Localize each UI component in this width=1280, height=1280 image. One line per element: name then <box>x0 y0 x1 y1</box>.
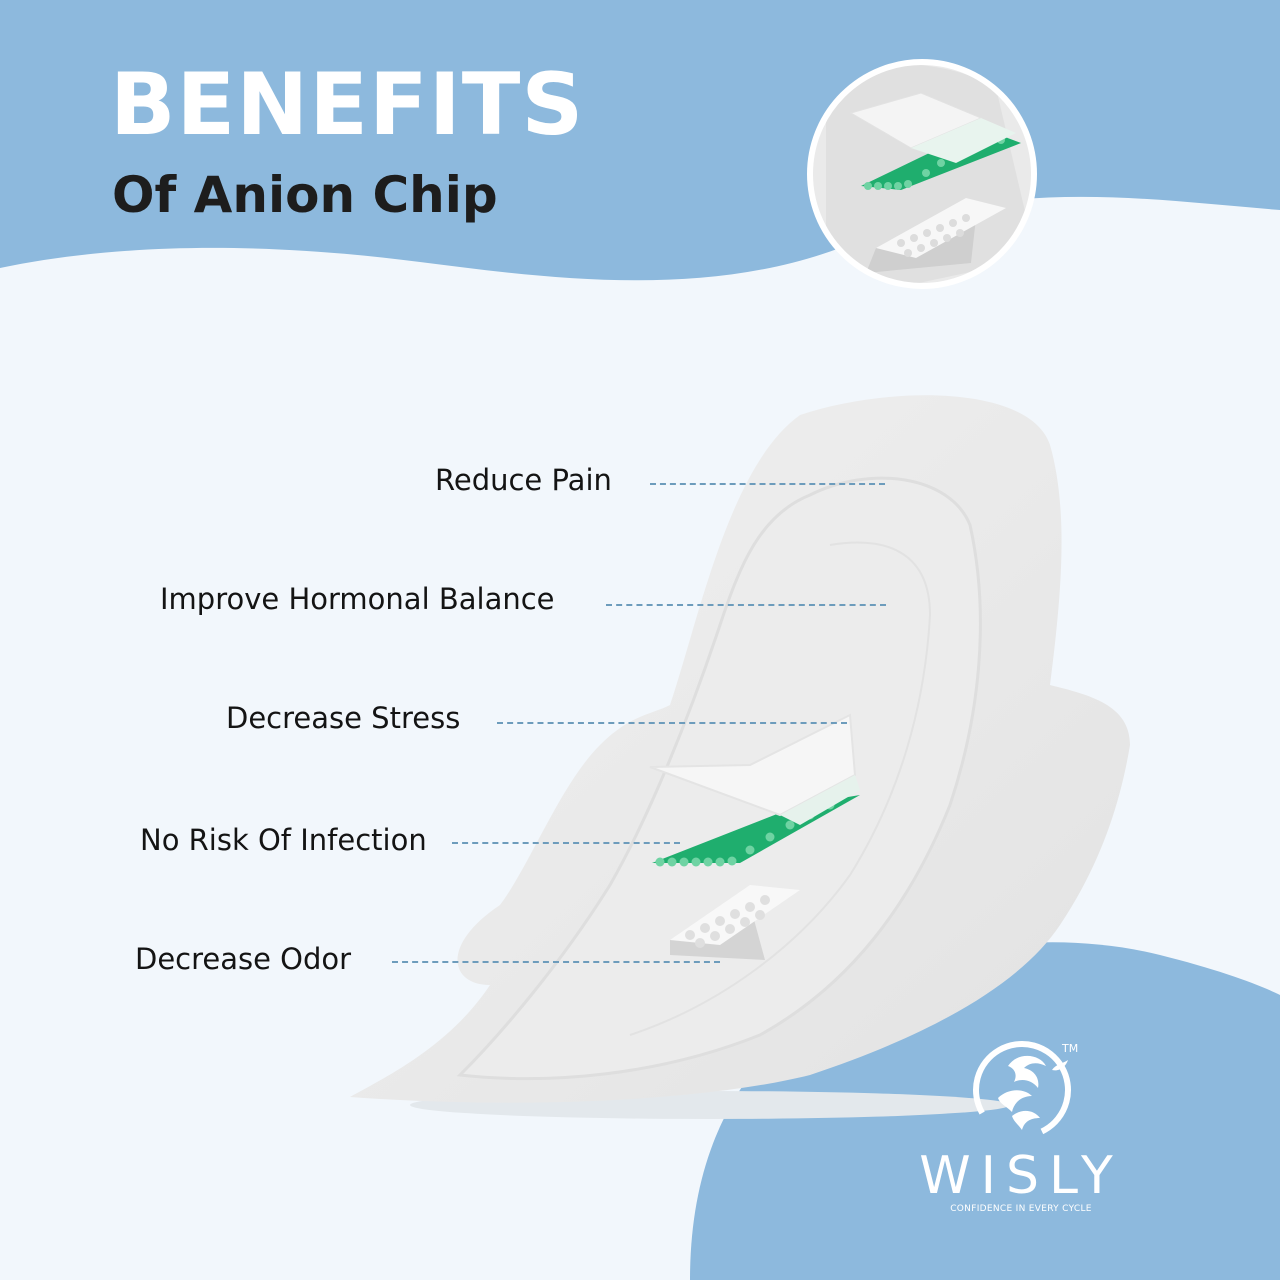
leader-line-reduce-pain <box>650 483 885 485</box>
heading-subtitle: Of Anion Chip <box>112 166 498 224</box>
leader-line-hormonal-balance <box>606 604 886 606</box>
leader-line-decrease-stress <box>497 722 847 724</box>
benefit-no-risk-infection: No Risk Of Infection <box>140 823 427 857</box>
benefit-reduce-pain: Reduce Pain <box>435 463 612 497</box>
anion-layers-cutaway <box>649 713 860 960</box>
benefit-decrease-odor: Decrease Odor <box>135 942 352 976</box>
brand-tagline: CONFIDENCE IN EVERY CYCLE <box>950 1204 1092 1214</box>
heading-title: BENEFITS <box>110 55 585 155</box>
sanitary-pad-image <box>350 395 1130 1119</box>
benefit-hormonal-balance: Improve Hormonal Balance <box>160 582 555 616</box>
leader-line-decrease-odor <box>392 961 720 963</box>
brand-name: WISLY <box>919 1146 1123 1206</box>
benefit-decrease-stress: Decrease Stress <box>226 701 461 735</box>
anion-chip-closeup-image <box>807 59 1037 289</box>
trademark-symbol: TM <box>1062 1042 1079 1055</box>
top-sheet-layer <box>649 713 857 817</box>
leader-line-no-risk-infection <box>452 842 680 844</box>
woman-leaf-logo-icon <box>973 1041 1071 1139</box>
